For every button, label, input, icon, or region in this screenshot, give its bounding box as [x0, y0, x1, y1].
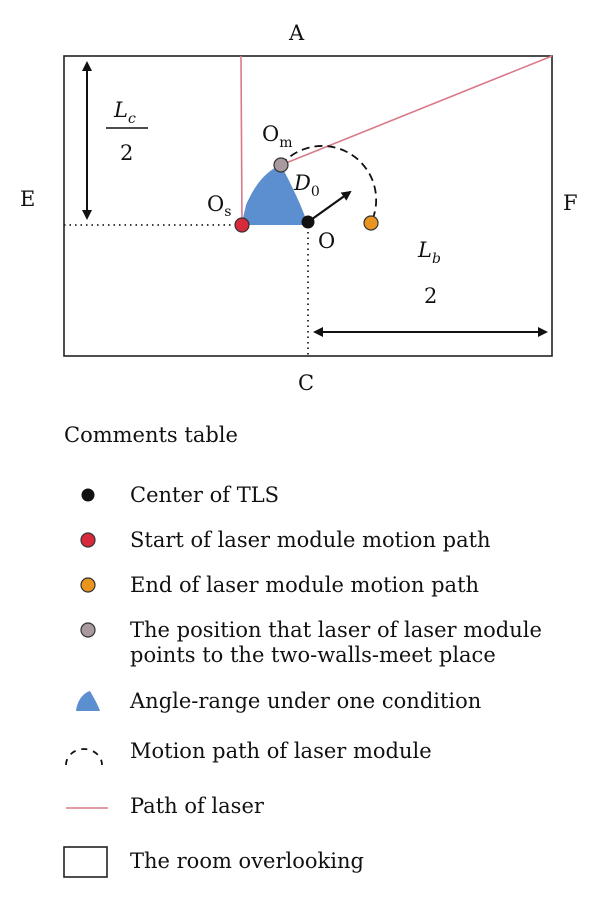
center-point-o	[301, 215, 315, 229]
legend-text-angle: Angle-range under one condition	[130, 689, 482, 713]
legend-item-laser: Path of laser	[58, 788, 578, 828]
motion-path-arc	[280, 145, 378, 224]
label-lb: Lb	[417, 238, 441, 267]
legend-item-start: Start of laser module motion path	[58, 522, 578, 562]
legend-text-end: End of laser module motion path	[130, 573, 480, 597]
legend-title: Comments table	[64, 423, 238, 447]
legend-text-start: Start of laser module motion path	[130, 528, 491, 552]
laser-path-diagonal	[280, 55, 553, 166]
label-lc: Lc	[113, 98, 136, 127]
legend-text-laser: Path of laser	[130, 794, 264, 818]
label-o: O	[318, 229, 335, 253]
red-dot-icon	[80, 532, 96, 548]
legend-item-room: The room overlooking	[58, 843, 578, 883]
label-lb-denominator: 2	[424, 284, 437, 308]
legend-item-center: Center of TLS	[58, 477, 578, 517]
room-diagram: A C E F O Os Om D0 Lc 2 Lb 2	[20, 21, 578, 395]
laser-path-vertical	[240, 55, 243, 226]
pink-line-icon	[66, 807, 108, 809]
label-lc-denominator: 2	[120, 141, 133, 165]
legend-item-meet: The position that laser of laser module …	[58, 612, 578, 670]
label-f: F	[563, 191, 578, 215]
d0-arrow	[307, 190, 352, 223]
rectangle-icon	[63, 846, 108, 878]
legend-item-motion: Motion path of laser module	[58, 733, 578, 773]
start-point-os	[234, 217, 250, 233]
room-rectangle	[63, 55, 553, 357]
dashed-arc-icon	[65, 748, 103, 766]
label-a: A	[288, 21, 305, 45]
label-c: C	[298, 371, 314, 395]
legend-item-end: End of laser module motion path	[58, 567, 578, 607]
label-os: Os	[207, 192, 231, 220]
label-om: Om	[262, 122, 293, 151]
orange-dot-icon	[80, 577, 96, 593]
legend-text-meet: The position that laser of laser module …	[130, 618, 542, 667]
meet-point-om	[273, 157, 289, 173]
legend-text-motion: Motion path of laser module	[130, 739, 432, 763]
angle-range-sector-fill	[242, 165, 308, 225]
label-d0: D0	[293, 171, 320, 200]
blue-sector-icon	[76, 691, 100, 711]
black-dot-icon	[81, 488, 95, 502]
label-e: E	[20, 187, 35, 211]
end-point	[363, 215, 379, 231]
legend-text-room: The room overlooking	[130, 849, 364, 873]
gray-dot-icon	[80, 622, 96, 638]
legend-text-center: Center of TLS	[130, 483, 280, 507]
legend-item-angle: Angle-range under one condition	[58, 683, 578, 723]
